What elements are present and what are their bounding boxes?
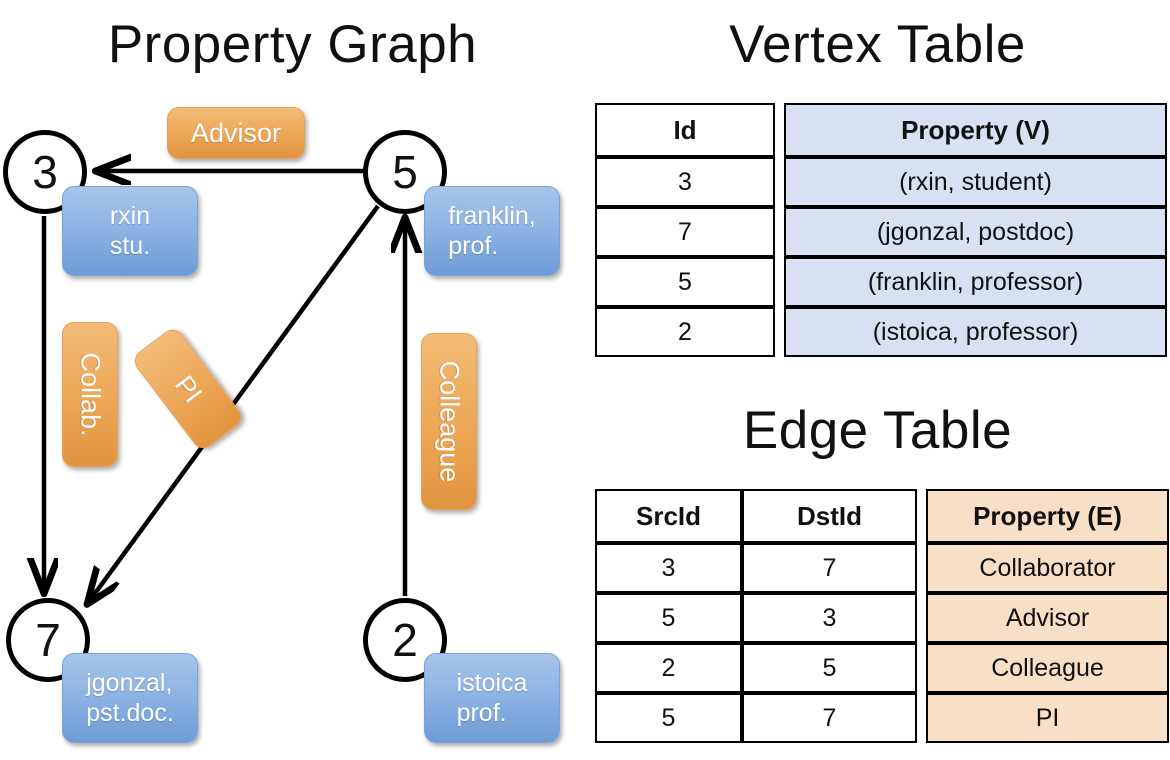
table-row[interactable]: 7 (jgonzal, postdoc) — [595, 207, 1167, 257]
vertex-property-box-7[interactable]: jgonzal, pst.doc. — [62, 653, 198, 743]
table-row[interactable]: 2 (istoica, professor) — [595, 307, 1167, 357]
vertex-node-2[interactable]: 2 — [363, 598, 447, 682]
edge-table-header-dstid: DstId — [742, 489, 917, 543]
vertex-node-5[interactable]: 5 — [363, 130, 447, 214]
table-row[interactable]: 5 7 PI — [595, 693, 1169, 743]
edge-dst-cell: 5 — [742, 643, 917, 693]
vertex-id-cell: 5 — [595, 257, 775, 307]
edge-label-colleague-text: Colleague — [434, 360, 465, 483]
edge-property-cell: PI — [926, 693, 1169, 743]
table-row[interactable]: 3 (rxin, student) — [595, 157, 1167, 207]
edge-property-cell: Collaborator — [926, 543, 1169, 593]
edge-label-colleague[interactable]: Colleague — [421, 333, 477, 510]
edge-property-cell: Colleague — [926, 643, 1169, 693]
vertex-table-column-gap — [775, 307, 784, 357]
edge-dst-cell: 7 — [742, 693, 917, 743]
page-title-vertex-table: Vertex Table — [729, 15, 1026, 74]
property-graph-diagram: 3 5 7 2 rxin stu. franklin, prof. jgonza… — [3, 107, 560, 743]
edge-table-column-gap — [917, 489, 926, 543]
edge-table-column-gap — [917, 593, 926, 643]
vertex-table-header-id: Id — [595, 103, 775, 157]
table-row[interactable]: 2 5 Colleague — [595, 643, 1169, 693]
edge-table-column-gap — [917, 693, 926, 743]
vertex-id-cell: 2 — [595, 307, 775, 357]
edge-label-collab-text: Collab. — [75, 352, 106, 437]
vertex-table: Id Property (V) 3 (rxin, student) 7 (jgo… — [595, 103, 1167, 357]
vertex-table-column-gap — [775, 103, 784, 157]
vertex-property-cell: (rxin, student) — [784, 157, 1167, 207]
vertex-table-header-property: Property (V) — [784, 103, 1167, 157]
page-title-edge-table: Edge Table — [742, 401, 1013, 460]
edge-table-column-gap — [917, 643, 926, 693]
vertex-property-box-5[interactable]: franklin, prof. — [424, 186, 560, 276]
vertex-table-column-gap — [775, 207, 784, 257]
vertex-property-cell: (istoica, professor) — [784, 307, 1167, 357]
edge-table-header-property: Property (E) — [926, 489, 1169, 543]
table-row[interactable]: 3 7 Collaborator — [595, 543, 1169, 593]
vertex-table-column-gap — [775, 157, 784, 207]
vertex-id-cell: 7 — [595, 207, 775, 257]
edge-src-cell: 2 — [595, 643, 742, 693]
edge-label-pi-text: PI — [168, 369, 209, 408]
edge-table: SrcId DstId Property (E) 3 7 Collaborato… — [595, 489, 1169, 743]
edge-dst-cell: 7 — [742, 543, 917, 593]
vertex-id-cell: 3 — [595, 157, 775, 207]
edge-table-header-row: SrcId DstId Property (E) — [595, 489, 1169, 543]
edge-table-column-gap — [917, 543, 926, 593]
vertex-property-label-3: rxin stu. — [109, 201, 151, 261]
vertex-property-box-2[interactable]: istoica prof. — [424, 653, 560, 743]
edge-table-header-srcid: SrcId — [595, 489, 742, 543]
vertex-table-header-row: Id Property (V) — [595, 103, 1167, 157]
vertex-property-label-5: franklin, prof. — [448, 201, 536, 261]
edge-label-advisor-text: Advisor — [190, 117, 282, 148]
edge-src-cell: 3 — [595, 543, 742, 593]
edge-src-cell: 5 — [595, 593, 742, 643]
edge-label-advisor[interactable]: Advisor — [167, 107, 305, 159]
edge-dst-cell: 3 — [742, 593, 917, 643]
vertex-property-label-2: istoica prof. — [456, 668, 528, 728]
edge-property-cell: Advisor — [926, 593, 1169, 643]
edge-src-cell: 5 — [595, 693, 742, 743]
table-row[interactable]: 5 (franklin, professor) — [595, 257, 1167, 307]
vertex-table-column-gap — [775, 257, 784, 307]
table-row[interactable]: 5 3 Advisor — [595, 593, 1169, 643]
edge-label-collab[interactable]: Collab. — [62, 322, 118, 467]
page-title-property-graph: Property Graph — [107, 15, 478, 74]
vertex-property-label-7: jgonzal, pst.doc. — [86, 668, 174, 728]
vertex-property-cell: (jgonzal, postdoc) — [784, 207, 1167, 257]
vertex-property-box-3[interactable]: rxin stu. — [62, 186, 198, 276]
vertex-property-cell: (franklin, professor) — [784, 257, 1167, 307]
